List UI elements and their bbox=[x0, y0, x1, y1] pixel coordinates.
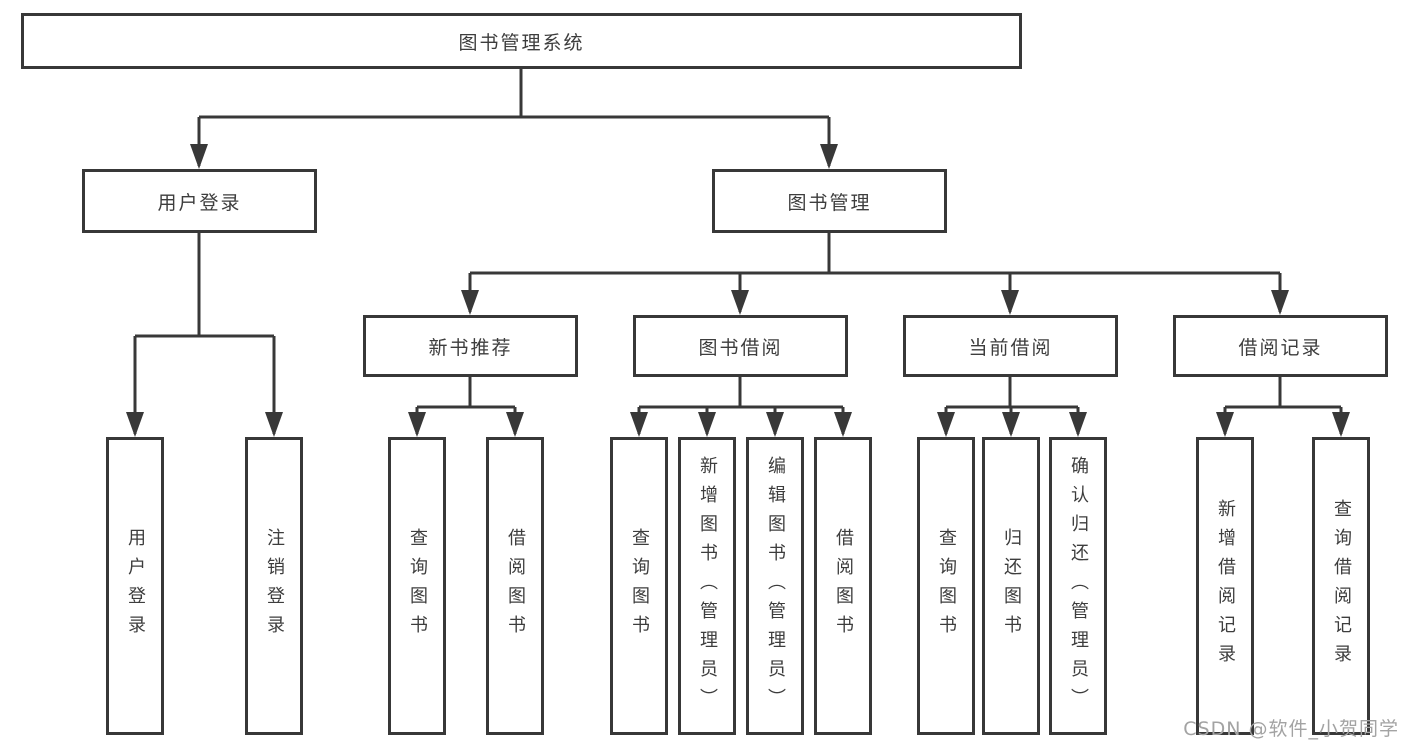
node-nbr-query-books-label: 查询图书 bbox=[407, 528, 428, 644]
node-logout: 注销登录 bbox=[245, 437, 303, 735]
node-logout-label: 注销登录 bbox=[264, 528, 285, 644]
node-nbr-query-books: 查询图书 bbox=[388, 437, 446, 735]
node-br-add-record-label: 新增借阅记录 bbox=[1215, 499, 1236, 673]
node-new-book-recommend-label: 新书推荐 bbox=[428, 336, 513, 359]
node-nbr-borrow-books: 借阅图书 bbox=[486, 437, 544, 735]
node-bb-edit-books-admin-label: 编辑图书（管理员） bbox=[765, 455, 786, 717]
node-current-borrowing-label: 当前借阅 bbox=[968, 336, 1053, 359]
node-user-login-leaf-label: 用户登录 bbox=[125, 528, 146, 644]
node-bb-query-books: 查询图书 bbox=[610, 437, 668, 735]
node-borrow-records: 借阅记录 bbox=[1173, 315, 1388, 377]
watermark: CSDN @软件_小贺同学 bbox=[1183, 718, 1399, 740]
node-cb-return-books-label: 归还图书 bbox=[1001, 528, 1022, 644]
node-book-management: 图书管理 bbox=[712, 169, 947, 233]
node-cb-confirm-return-admin: 确认归还（管理员） bbox=[1049, 437, 1107, 735]
node-new-book-recommend: 新书推荐 bbox=[363, 315, 578, 377]
node-book-management-label: 图书管理 bbox=[787, 191, 872, 214]
node-current-borrowing: 当前借阅 bbox=[903, 315, 1118, 377]
node-nbr-borrow-books-label: 借阅图书 bbox=[505, 528, 526, 644]
node-book-borrowing: 图书借阅 bbox=[633, 315, 848, 377]
node-user-login: 用户登录 bbox=[82, 169, 317, 233]
node-borrow-records-label: 借阅记录 bbox=[1238, 336, 1323, 359]
node-cb-query-books-label: 查询图书 bbox=[936, 528, 957, 644]
node-cb-query-books: 查询图书 bbox=[917, 437, 975, 735]
node-bb-add-books-admin-label: 新增图书（管理员） bbox=[697, 455, 718, 717]
node-cb-return-books: 归还图书 bbox=[982, 437, 1040, 735]
node-bb-add-books-admin: 新增图书（管理员） bbox=[678, 437, 736, 735]
node-br-query-record-label: 查询借阅记录 bbox=[1331, 499, 1352, 673]
node-book-borrowing-label: 图书借阅 bbox=[698, 336, 783, 359]
node-root: 图书管理系统 bbox=[21, 13, 1022, 69]
node-root-label: 图书管理系统 bbox=[458, 31, 585, 54]
node-cb-confirm-return-admin-label: 确认归还（管理员） bbox=[1068, 455, 1089, 717]
node-bb-borrow-books-label: 借阅图书 bbox=[833, 528, 854, 644]
node-user-login-leaf: 用户登录 bbox=[106, 437, 164, 735]
node-bb-query-books-label: 查询图书 bbox=[629, 528, 650, 644]
node-user-login-label: 用户登录 bbox=[157, 191, 242, 214]
node-bb-borrow-books: 借阅图书 bbox=[814, 437, 872, 735]
node-br-add-record: 新增借阅记录 bbox=[1196, 437, 1254, 735]
node-bb-edit-books-admin: 编辑图书（管理员） bbox=[746, 437, 804, 735]
node-br-query-record: 查询借阅记录 bbox=[1312, 437, 1370, 735]
